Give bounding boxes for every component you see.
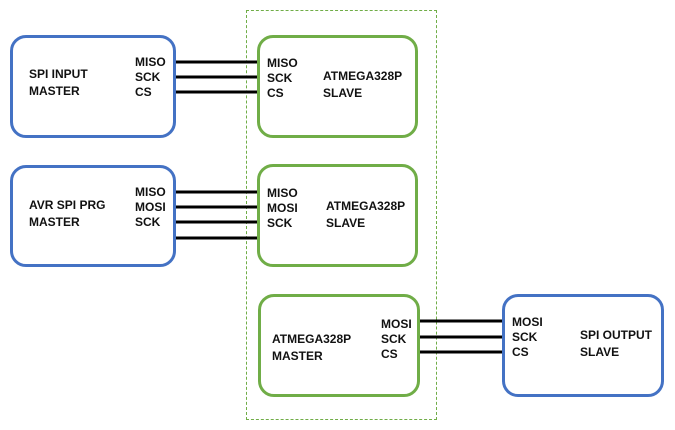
pin-label: MOSI — [381, 317, 412, 331]
pin-label: MOSI — [267, 201, 298, 215]
pin-label: MISO — [135, 55, 166, 69]
block-role: MASTER — [29, 84, 80, 98]
block-role: SLAVE — [580, 345, 620, 359]
pin-label: MOSI — [135, 200, 166, 214]
pin-label: MISO — [267, 56, 298, 70]
pin-label: MISO — [135, 185, 166, 199]
pin-label: SCK — [267, 71, 293, 85]
pin-label: SCK — [381, 332, 407, 346]
pin-label: SCK — [512, 330, 538, 344]
pin-label: SCK — [135, 215, 161, 229]
spi-input-master-block: SPI INPUT MASTER MISO SCK CS — [10, 35, 176, 138]
atmega-slave-2-block: MISO MOSI SCK ATMEGA328P SLAVE — [257, 164, 418, 267]
avr-spi-prg-master-block: AVR SPI PRG MASTER MISO MOSI SCK — [10, 165, 176, 267]
block-title: AVR SPI PRG — [29, 198, 106, 212]
pin-label: CS — [381, 347, 398, 361]
pin-label: MISO — [267, 186, 298, 200]
block-role: MASTER — [29, 215, 80, 229]
pin-label: MOSI — [512, 315, 543, 329]
mcu-group-outline — [246, 10, 437, 420]
block-title: ATMEGA328P — [326, 199, 406, 213]
pin-label: SCK — [267, 216, 293, 230]
atmega-master-block: ATMEGA328P MASTER MOSI SCK CS — [258, 294, 420, 397]
block-role: SLAVE — [323, 86, 363, 100]
atmega-slave-1-block: MISO SCK CS ATMEGA328P SLAVE — [257, 35, 418, 138]
spi-output-slave-block: MOSI SCK CS SPI OUTPUT SLAVE — [502, 294, 664, 397]
pin-label: CS — [267, 86, 284, 100]
block-title: SPI INPUT — [29, 67, 88, 81]
block-role: SLAVE — [326, 216, 366, 230]
pin-label: CS — [135, 85, 152, 99]
block-title: SPI OUTPUT — [580, 328, 653, 342]
block-title: ATMEGA328P — [272, 332, 352, 346]
pin-label: SCK — [135, 70, 161, 84]
pin-label: CS — [512, 345, 529, 359]
block-role: MASTER — [272, 349, 323, 363]
block-title: ATMEGA328P — [323, 69, 403, 83]
